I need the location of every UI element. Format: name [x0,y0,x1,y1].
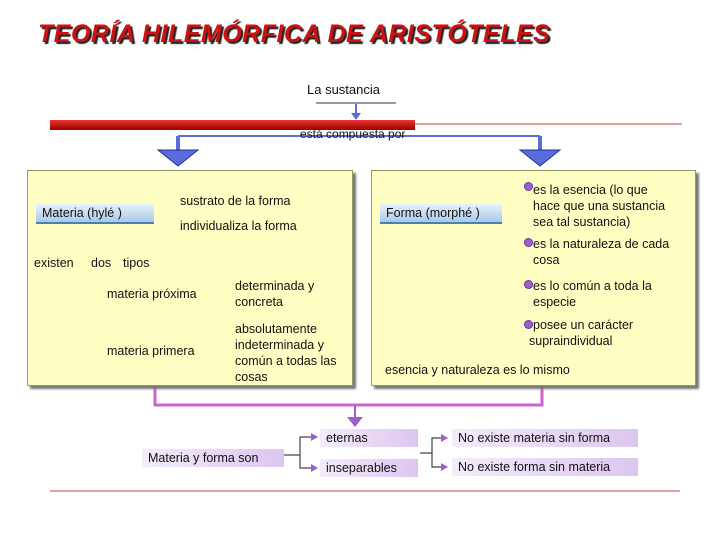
arrow-to-forma [518,149,562,167]
forma-item-4-line-1: posee un carácter [533,318,634,332]
materia-branch-1: sustrato de la forma [180,194,291,208]
forma-item-1-line-1: es la esencia (lo que [533,183,648,197]
bullet-icon [524,280,533,289]
union-inseparables: inseparables [320,459,418,477]
forma-item-1-line-3: sea tal sustancia) [533,215,631,229]
forma-conclusion: esencia y naturaleza es lo mismo [385,363,570,377]
forma-item-3-line-2: especie [533,295,577,309]
materia-label: Materia (hylé ) [36,204,154,224]
page-title: TEORÍA HILEMÓRFICA DE ARISTÓTELES [38,20,551,48]
primera-desc-1: absolutamente [235,322,318,336]
materia-branch-2: individualiza la forma [180,219,297,233]
forma-item-2-line-2: cosa [533,253,560,267]
bullet-icon [524,238,533,247]
union-eternas: eternas [320,429,418,447]
root-label: La sustancia [307,82,380,97]
proxima-desc-1: determinada y [235,279,315,293]
primera-desc-3: común a todas las [235,354,337,368]
types-existen: existen [34,256,74,270]
forma-item-4-line-2: supraindividual [529,334,613,348]
forma-label: Forma (morphé ) [380,204,502,224]
types-dos: dos [91,256,112,270]
union-label: Materia y forma son [142,449,284,467]
union-inseparables-note: No existe forma sin materia [452,458,638,476]
primera-desc-4: cosas [235,370,268,384]
root-connector: está compuesta por [300,127,406,141]
types-tipos: tipos [123,256,150,270]
materia-proxima-label: materia próxima [107,287,197,301]
bullet-icon [524,182,533,191]
forma-item-2-line-1: es la naturaleza de cada [533,237,670,251]
bullet-icon [524,320,533,329]
primera-desc-2: indeterminada y [235,338,324,352]
forma-item-3-line-1: es lo común a toda la [533,279,652,293]
red-bar [50,120,415,130]
union-eternas-note: No existe materia sin forma [452,429,638,447]
materia-primera-label: materia primera [107,344,195,358]
forma-item-1-line-2: hace que una sustancia [533,199,666,213]
arrow-to-materia [156,149,200,167]
proxima-desc-2: concreta [235,295,283,309]
